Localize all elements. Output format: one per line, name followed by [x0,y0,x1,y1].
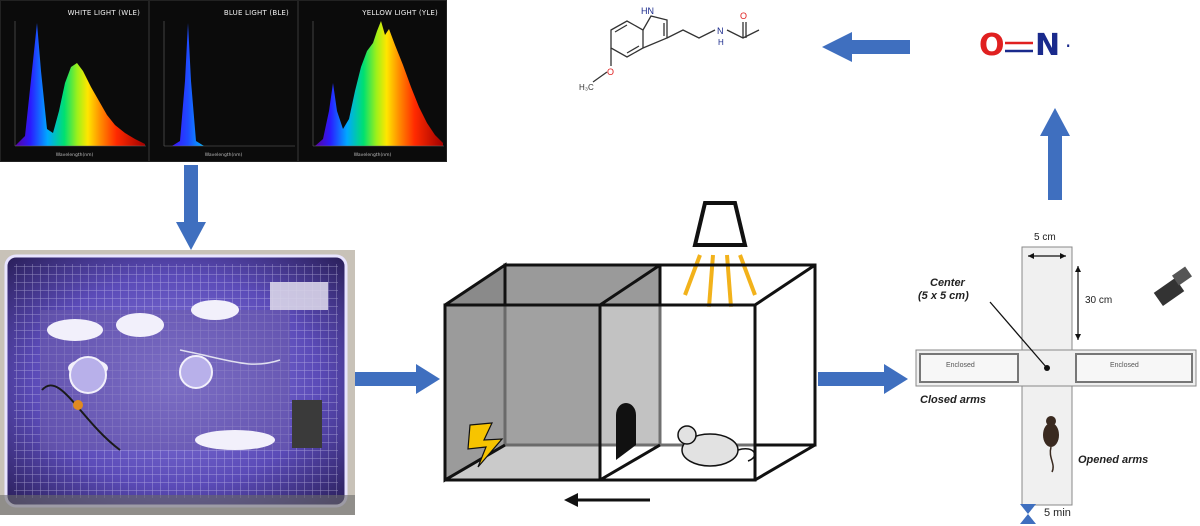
mouse-1 [47,319,103,341]
yellow-light-title: YELLOW LIGHT (YLE) [362,9,438,17]
yellow-light-spectrum-panel: YELLOW LIGHT (YLE) Wavelength(nm) [298,0,447,162]
enclosed-left-label: Enclosed [946,362,975,369]
enclosed-right-label: Enclosed [1110,362,1139,369]
arrow-right-chamber-to-maze [818,364,908,394]
center-size-label: (5 x 5 cm) [918,290,969,302]
camera-icon [1153,266,1192,307]
animal-cage-photo [0,250,355,515]
arrow-down-spectra-to-cage [176,165,206,250]
yellow-spectrum-curve [315,21,443,146]
white-light-title: WHITE LIGHT (WLE) [67,9,140,17]
lamp-icon [692,201,748,247]
mouse-icon [677,425,756,467]
closed-arms-label: Closed arms [920,394,987,406]
yellow-light-spectrum-plot [312,21,444,147]
methyl-label: H₃C [579,83,594,92]
hourglass-icon [1020,504,1036,524]
mouse-4 [195,430,275,450]
chain-n-label: N [717,26,724,36]
carbonyl-o-label: O [740,11,747,21]
maze-mouse-icon [1043,416,1059,473]
ring-nh-label: HN [641,6,654,16]
no-nitrogen-label: N [1035,28,1061,63]
methoxy-o-label: O [607,67,614,77]
nitric-oxide: O N · [975,28,1095,68]
blue-spectrum-curve [172,23,204,146]
partition-door [616,403,636,460]
electric-shock-icon [467,422,504,468]
melatonin-structure: HN N H O O H₃C [579,6,760,92]
no-radical-dot: · [1065,34,1072,58]
test-duration-label: 5 min [1044,507,1071,519]
maze-shape [915,246,1197,524]
white-spectrum-curve [15,23,145,146]
light-dark-box [443,201,817,507]
blue-light-title: BLUE LIGHT (BLE) [223,9,289,17]
cage-illustration [0,250,355,515]
no-double-bond [1005,41,1033,53]
opened-arms-label: Opened arms [1078,454,1149,466]
white-x-axis-label: Wavelength(nm) [55,153,94,158]
mouse-2 [116,313,164,337]
no-oxygen-label: O [979,28,1005,63]
blue-light-spectrum-plot [163,21,295,147]
arrow-up-maze-to-no [1040,108,1070,200]
elevated-plus-maze: 5 cm 30 cm Center (5 x 5 cm) Enclosed En… [912,222,1200,526]
blue-x-axis-label: Wavelength(nm) [204,153,243,158]
mouse-3 [191,300,239,320]
white-light-spectrum-panel: WHITE LIGHT (WLE) Wavelength(nm) [0,0,149,162]
blue-light-spectrum-panel: BLUE LIGHT (BLE) Wavelength(nm) [149,0,298,162]
yellow-x-axis-label: Wavelength(nm) [353,153,392,158]
escape-direction-arrow [564,493,650,507]
light-rays [683,254,757,308]
arrow-left-no-to-melatonin [822,32,910,62]
chain-h-label: H [718,38,724,47]
white-light-spectrum-plot [14,21,146,147]
center-label: Center [930,277,965,289]
maze-width-label: 5 cm [1034,232,1056,243]
maze-length-label: 30 cm [1085,295,1113,306]
dark-chamber-front [443,303,602,482]
arrow-right-cage-to-chamber [352,364,440,394]
